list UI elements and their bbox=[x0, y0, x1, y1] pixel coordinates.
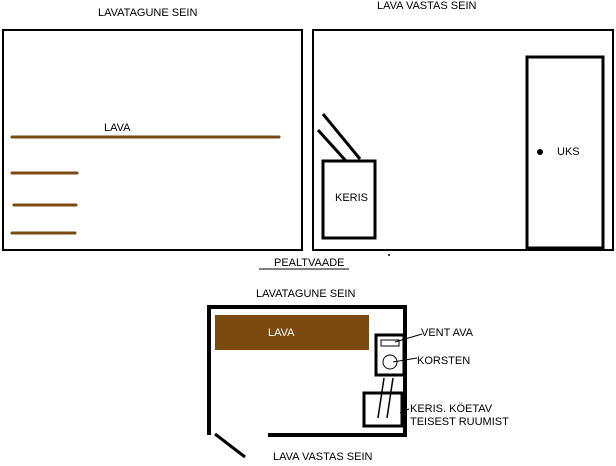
opposite-wall-elevation-frame bbox=[312, 29, 614, 251]
vent-opening-label: VENT AVA bbox=[421, 327, 473, 339]
leader-vent bbox=[394, 333, 423, 343]
top-view-title: PEALTVAADE bbox=[274, 257, 345, 269]
plan-stove-pipe-line-2 bbox=[386, 377, 394, 419]
stove-label-line2: TEISEST RUUMIST bbox=[410, 416, 509, 428]
bench-label-elevation: LAVA bbox=[104, 122, 131, 134]
stove-label-line1: KERIS. KÖETAV bbox=[410, 403, 493, 415]
stove-label-elevation: KERIS bbox=[335, 192, 369, 204]
leader-stove bbox=[399, 408, 410, 414]
bench-wall-elevation-frame bbox=[2, 29, 303, 251]
plan-stove-pipe-line-1 bbox=[377, 377, 385, 419]
stove-elevation bbox=[321, 159, 377, 240]
stray-dot bbox=[388, 254, 390, 256]
chimney-label: KORSTEN bbox=[417, 355, 471, 367]
stove-pipe-line-1 bbox=[316, 128, 348, 163]
plan-bench bbox=[215, 315, 369, 350]
stove-pipe-line-2 bbox=[321, 113, 362, 160]
leader-chimney bbox=[392, 357, 418, 363]
plan-chimney-box bbox=[374, 333, 406, 377]
door-elevation bbox=[525, 55, 605, 250]
bench-label-plan: LAVA bbox=[268, 327, 295, 339]
plan-walls bbox=[207, 305, 407, 437]
opposite-wall-title: LAVA VASTAS SEIN bbox=[377, 0, 477, 12]
bench-wall-title-plan: LAVATAGUNE SEIN bbox=[256, 288, 356, 300]
door-handle bbox=[537, 149, 543, 155]
opposite-wall-title-plan: LAVA VASTAS SEIN bbox=[273, 451, 373, 463]
bench-wall-title: LAVATAGUNE SEIN bbox=[98, 7, 198, 19]
plan-door-swing bbox=[214, 432, 246, 459]
door-label: UKS bbox=[557, 146, 580, 158]
plan-vent-opening bbox=[380, 339, 400, 347]
plan-stove-box bbox=[362, 391, 404, 428]
plan-chimney-circle bbox=[382, 354, 398, 370]
